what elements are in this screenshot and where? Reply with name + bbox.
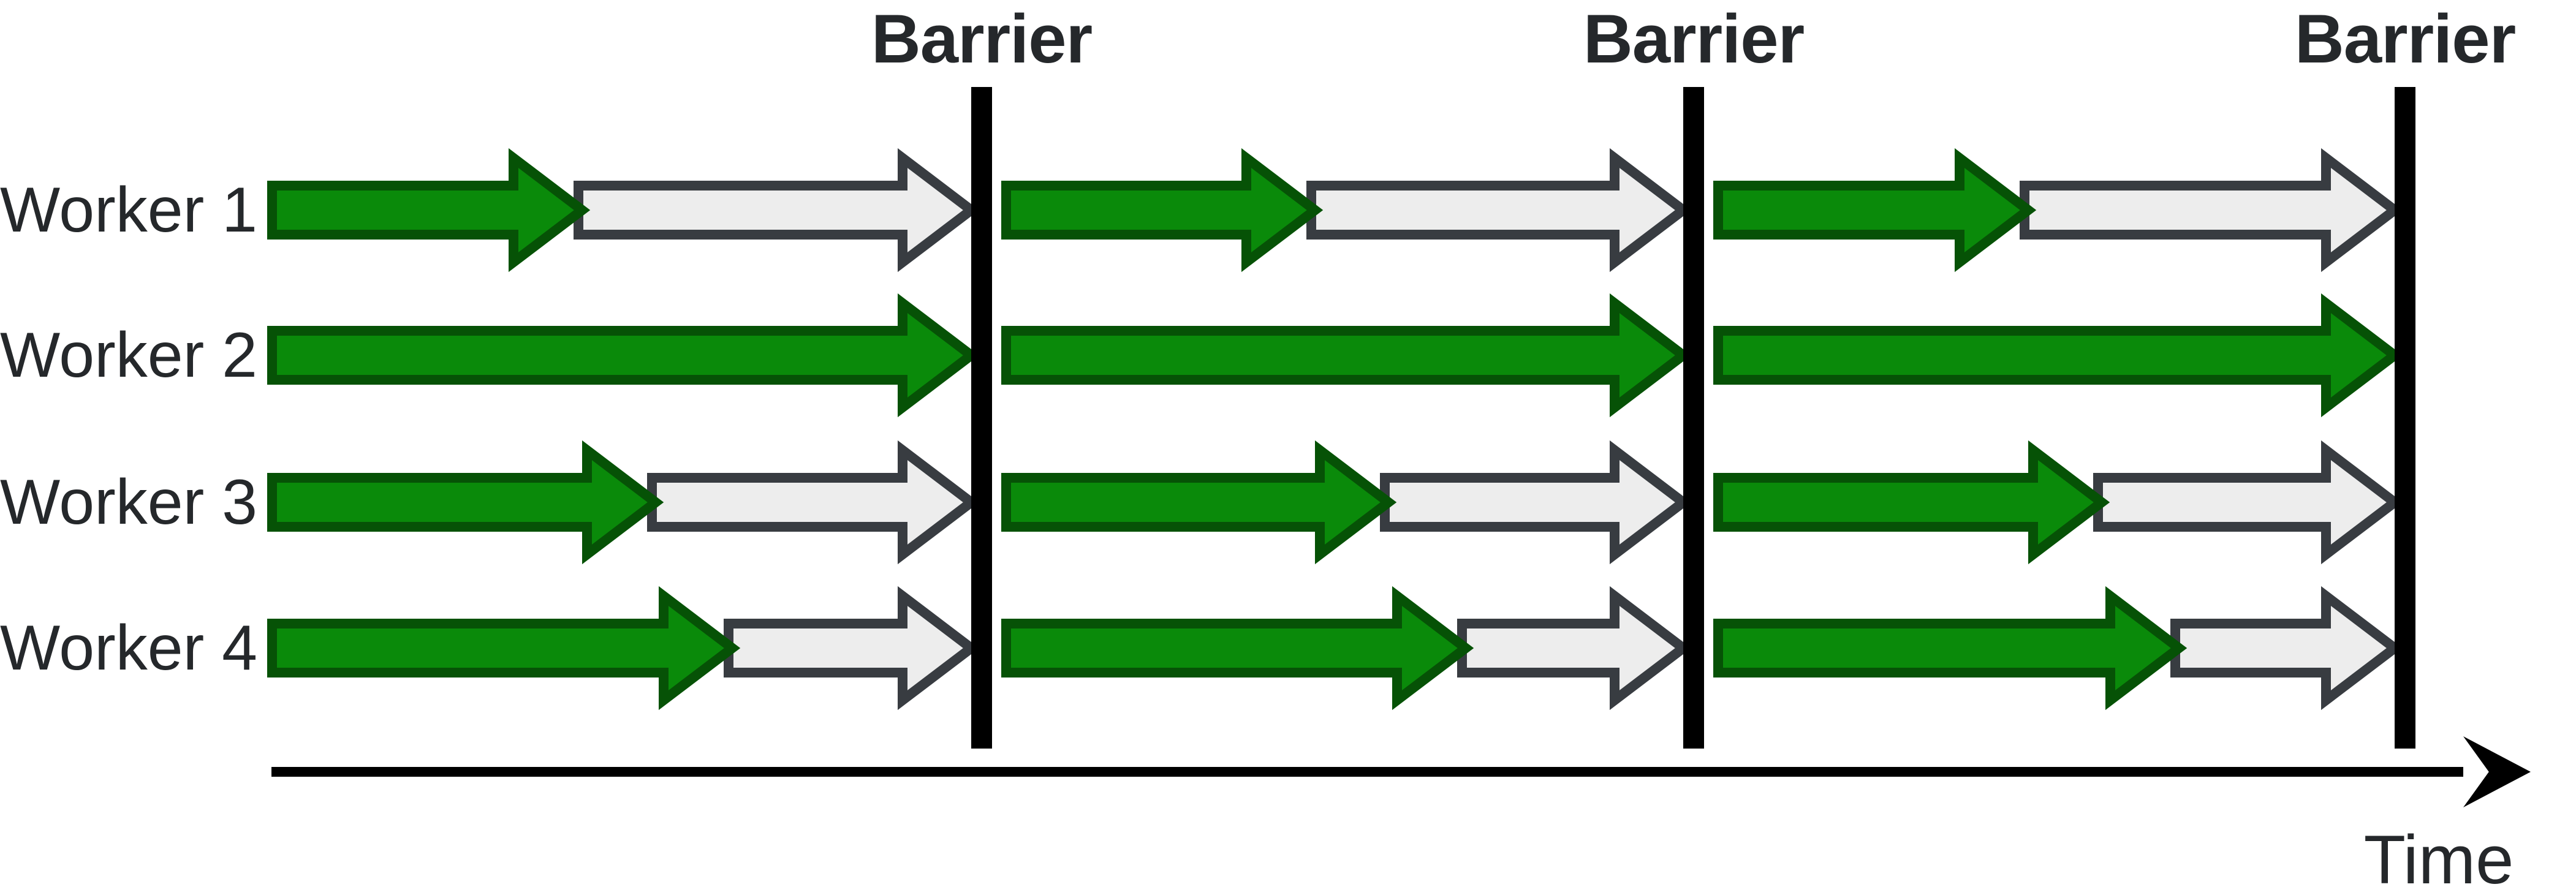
work-arrow-w2-s2 [1001,293,1692,418]
idle-arrow-w1-s2 [1306,148,1692,273]
worker-label-4: Worker 4 [0,613,257,684]
work-arrow-w1-s3 [1713,148,2037,273]
barrier-label-3: Barrier [2294,1,2516,77]
barrier-label-2: Barrier [1583,1,1805,77]
barrier-bar-3 [2395,87,2415,749]
work-arrow-w2-s3 [1713,293,2403,418]
time-axis-layer [271,736,2531,807]
worker-label-3: Worker 3 [0,467,257,538]
idle-arrow-w4-s2 [1457,586,1692,711]
barriers-layer [971,87,2415,749]
arrows-layer [267,148,2403,711]
idle-arrow-w3-s2 [1380,440,1692,565]
time-axis-label: Time [2363,821,2514,887]
work-arrow-w1-s1 [267,148,591,273]
work-arrow-w4-s1 [267,586,741,711]
barrier-bar-2 [1683,87,1704,749]
work-arrow-w4-s2 [1001,586,1474,711]
work-arrow-w4-s3 [1713,586,2188,711]
work-arrow-w3-s2 [1001,440,1397,565]
time-axis-line [271,767,2463,777]
work-arrow-w1-s2 [1001,148,1324,273]
idle-arrow-w4-s1 [724,586,980,711]
idle-arrow-w3-s1 [647,440,980,565]
idle-arrow-w3-s3 [2093,440,2403,565]
barrier-bar-1 [971,87,992,749]
work-arrow-w2-s1 [267,293,980,418]
time-axis-arrowhead [2463,736,2531,807]
work-arrow-w3-s1 [267,440,664,565]
idle-arrow-w1-s1 [574,148,980,273]
worker-label-2: Worker 2 [0,320,257,391]
worker-label-1: Worker 1 [0,175,257,246]
idle-arrow-w4-s3 [2170,586,2403,711]
work-arrow-w3-s3 [1713,440,2110,565]
idle-arrow-w1-s3 [2020,148,2403,273]
barrier-label-1: Barrier [871,1,1093,77]
